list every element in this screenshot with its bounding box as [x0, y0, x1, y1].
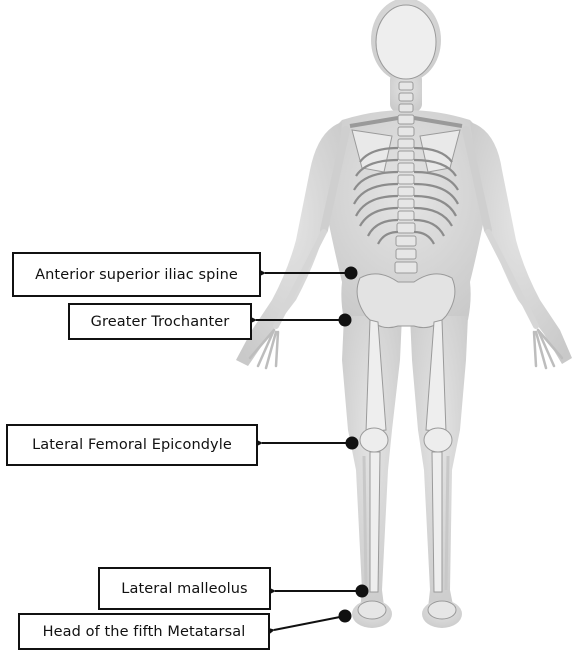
right-tibia [432, 452, 442, 592]
pointer-h5m [274, 611, 351, 631]
skeleton [250, 5, 562, 619]
marker-dot [340, 315, 351, 326]
label-lateral-malleolus: Lateral malleolus [98, 567, 271, 610]
label-greater-trochanter: Greater Trochanter [68, 303, 252, 340]
pelvis [357, 274, 455, 328]
marker-dot [346, 268, 357, 279]
marker-dot [357, 586, 368, 597]
marker-dot [347, 438, 358, 449]
marker-dot [340, 611, 351, 622]
label-lateral-femoral-epicondyle: Lateral Femoral Epicondyle [6, 424, 258, 466]
left-tibia [370, 452, 380, 592]
pointer-lfe [262, 438, 358, 449]
pointer-lm [275, 586, 368, 597]
label-head-of-fifth-metatarsal: Head of the fifth Metatarsal [18, 613, 270, 650]
label-anterior-superior-iliac-spine: Anterior superior iliac spine [12, 252, 261, 297]
